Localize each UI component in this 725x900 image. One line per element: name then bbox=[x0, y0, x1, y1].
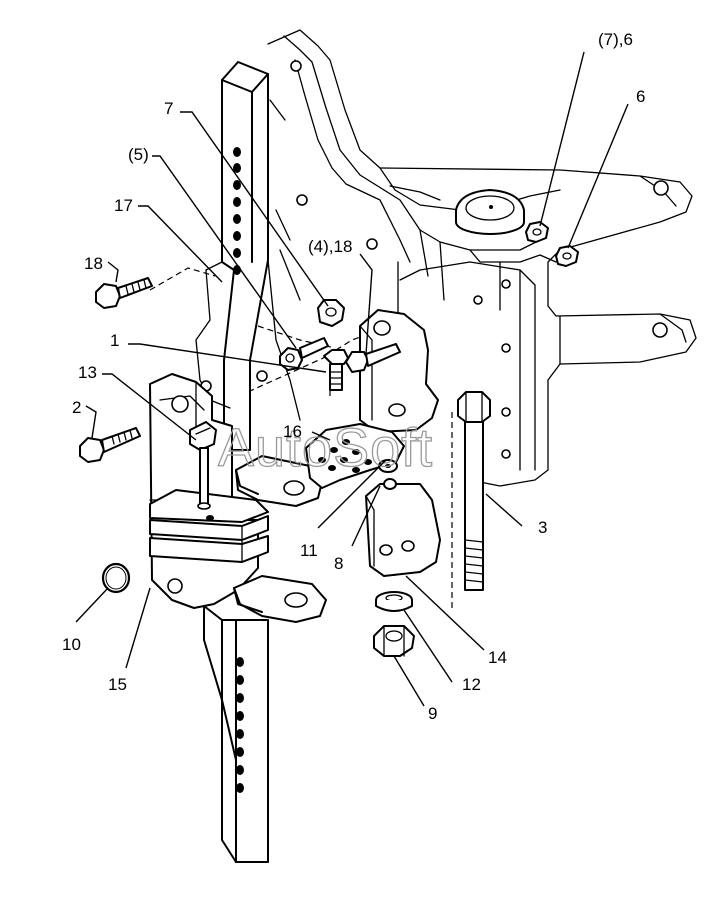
bolt-4-18 bbox=[345, 343, 401, 373]
lock-washer bbox=[375, 591, 413, 612]
callout-7-6: (7),6 bbox=[598, 30, 633, 49]
bolt-1 bbox=[323, 349, 349, 391]
callout-7: 7 bbox=[164, 99, 173, 118]
callout-1: 1 bbox=[110, 331, 119, 350]
upper-hook-jaw bbox=[235, 455, 323, 507]
long-bolt bbox=[457, 391, 491, 591]
callout-11: 11 bbox=[300, 541, 318, 560]
callout-6: 6 bbox=[636, 87, 645, 106]
bolt-18-left bbox=[95, 277, 153, 309]
leader-lines bbox=[75, 51, 629, 707]
pivot-bracket-upper bbox=[359, 309, 439, 433]
callout-13: 13 bbox=[78, 363, 97, 382]
callout-18: 18 bbox=[84, 254, 103, 273]
callout-12: 12 bbox=[462, 675, 481, 694]
callout-14: 14 bbox=[488, 648, 507, 667]
callout-8: 8 bbox=[334, 554, 343, 573]
snap-ring bbox=[101, 562, 131, 594]
callout-labels: (7),6 6 7 (5) 17 18 (4),18 1 13 2 16 3 1… bbox=[62, 30, 645, 723]
callout-9: 9 bbox=[428, 704, 437, 723]
callout-4-18: (4),18 bbox=[308, 237, 352, 256]
nut-7 bbox=[317, 299, 345, 327]
pivot-bracket-lower bbox=[365, 483, 441, 577]
watermark: AutoSoft bbox=[218, 418, 433, 478]
callout-16: 16 bbox=[283, 422, 302, 441]
bolt-2-left bbox=[79, 427, 141, 463]
hex-nut bbox=[373, 625, 415, 657]
drawbar-lower-holes bbox=[236, 657, 244, 793]
bolt-5 bbox=[279, 337, 329, 371]
vertical-drawbar bbox=[203, 61, 269, 863]
callout-10: 10 bbox=[62, 635, 81, 654]
callout-5: (5) bbox=[128, 145, 149, 164]
lower-hook-jaw bbox=[233, 575, 327, 623]
latch-pin bbox=[189, 421, 217, 521]
dome-cap bbox=[455, 189, 525, 235]
tractor-frame-housing bbox=[267, 29, 697, 487]
callout-15: 15 bbox=[108, 675, 127, 694]
washer-small bbox=[378, 459, 398, 490]
callout-17: 17 bbox=[114, 196, 133, 215]
callout-3: 3 bbox=[538, 518, 547, 537]
callout-2: 2 bbox=[72, 398, 81, 417]
nut-upper-pair bbox=[525, 221, 579, 267]
